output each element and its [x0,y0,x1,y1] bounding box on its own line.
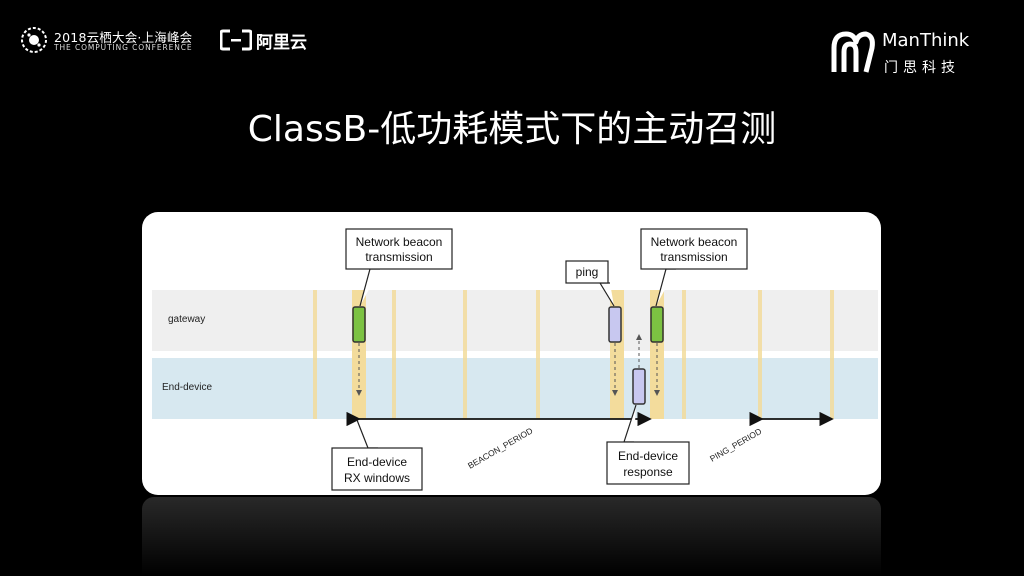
callout-beacon-1-line1: Network beacon [356,235,443,249]
slide-title: ClassB-低功耗模式下的主动召测 [247,109,777,150]
callout-rx-line2: RX windows [344,471,410,485]
callout-response-line2: response [623,465,673,479]
beacon-block-1 [352,306,366,343]
callout-ping-text: ping [576,265,599,279]
signal-arrows [356,334,660,396]
aliyun-bracket-icon [220,29,252,51]
company-name-en: ManThink [882,30,970,51]
manthink-logo: ManThink 门思科技 [826,28,996,80]
ping-period-label: PING_PERIOD [708,426,763,464]
end-device-lane [152,358,878,419]
callout-beacon-2-line2: transmission [660,250,727,264]
conference-subtitle: THE COMPUTING CONFERENCE [54,43,193,52]
cloud-conference-icon [21,27,47,53]
aliyun-label: 阿里云 [256,33,307,53]
beacon-block-2 [650,306,664,343]
callout-response: End-device response [606,404,690,485]
callout-beacon-2-line1: Network beacon [651,235,738,249]
gateway-lane [152,290,878,351]
callout-beacon-1-line2: transmission [365,250,432,264]
callout-rx-windows: End-device RX windows [331,419,423,491]
gateway-lane-label: gateway [168,314,205,325]
callout-ping: ping [565,260,615,307]
conference-logo: 2018云栖大会·上海峰会 THE COMPUTING CONFERENCE [20,24,205,56]
beacon-period-label: BEACON_PERIOD [466,425,534,470]
conference-title: 2018云栖大会·上海峰会 [54,30,193,45]
response-block [632,368,646,405]
panel-reflection [142,497,881,576]
ping-block [608,306,622,343]
company-name-cn: 门思科技 [884,60,960,76]
callout-rx-line1: End-device [347,455,407,469]
callout-response-line1: End-device [618,449,678,463]
callout-beacon-1: Network beacon transmission [345,228,453,307]
manthink-emblem-icon [831,31,875,73]
end-device-lane-label: End-device [162,382,212,393]
callout-beacon-2: Network beacon transmission [640,228,748,307]
class-b-timing-diagram: gateway End-device [142,212,881,495]
